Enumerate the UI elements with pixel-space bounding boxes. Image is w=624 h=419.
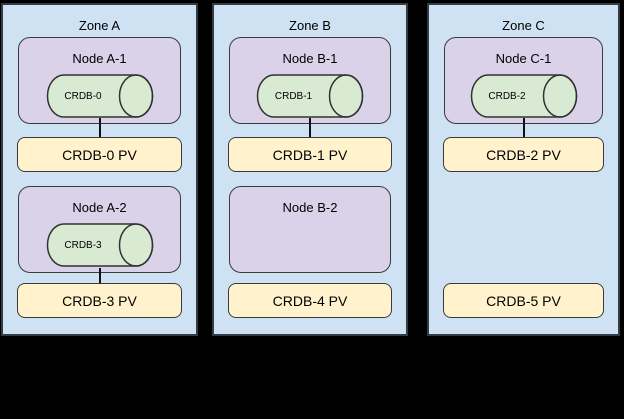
pod-crdb-1: CRDB-1: [256, 74, 364, 118]
cylinder-icon: [46, 74, 153, 118]
pv-crdb-0: CRDB-0 PV: [17, 137, 182, 172]
pod-crdb-3: CRDB-3: [46, 223, 153, 267]
pv-crdb-1-label: CRDB-1 PV: [272, 146, 348, 163]
zone-c-label: Zone C: [502, 18, 545, 33]
pod-crdb-1-label: CRDB-1: [274, 90, 313, 102]
connector-node-a1-to-pv: [98, 118, 101, 137]
pv-crdb-2: CRDB-2 PV: [443, 137, 604, 172]
zone-a: Zone A Node A-1 CRDB-0 CRDB-0 PV Node A-…: [1, 3, 198, 336]
pod-crdb-0: CRDB-0: [46, 74, 153, 118]
node-b-2: Node B-2: [229, 186, 391, 273]
node-b-1: Node B-1 CRDB-1: [229, 37, 391, 124]
pv-crdb-5-label: CRDB-5 PV: [486, 292, 561, 309]
zone-c: Zone C Node C-1 CRDB-2 CRDB-2 PV CRDB-5 …: [427, 3, 620, 336]
pod-crdb-2: CRDB-2: [470, 74, 577, 118]
connector-node-b1-to-pv: [309, 118, 311, 137]
cylinder-icon: [46, 223, 153, 267]
cylinder-icon: [256, 74, 364, 118]
pv-crdb-1: CRDB-1 PV: [228, 137, 392, 172]
node-c-1: Node C-1 CRDB-2: [444, 37, 603, 124]
pv-crdb-4-label: CRDB-4 PV: [272, 292, 348, 309]
pod-crdb-0-label: CRDB-0: [64, 90, 102, 102]
node-a-1-label: Node A-1: [72, 51, 127, 66]
connector-node-c1-to-pv: [522, 118, 525, 137]
node-b-1-label: Node B-1: [282, 51, 338, 66]
pv-crdb-4: CRDB-4 PV: [228, 283, 392, 318]
node-b-2-label: Node B-2: [282, 200, 338, 215]
connector-node-a2-to-pv: [98, 268, 101, 283]
pv-crdb-3-label: CRDB-3 PV: [62, 292, 137, 309]
node-c-1-label: Node C-1: [495, 51, 552, 66]
node-a-2: Node A-2 CRDB-3: [18, 186, 181, 273]
pv-crdb-3: CRDB-3 PV: [17, 283, 182, 318]
pod-crdb-2-label: CRDB-2: [488, 90, 526, 102]
zone-a-label: Zone A: [78, 18, 121, 33]
pv-crdb-5: CRDB-5 PV: [443, 283, 604, 318]
cylinder-icon: [470, 74, 577, 118]
zone-b: Zone B Node B-1 CRDB-1 CRDB-1 PV Node B-…: [212, 3, 408, 336]
node-a-1: Node A-1 CRDB-0: [18, 37, 181, 124]
pv-crdb-2-label: CRDB-2 PV: [486, 146, 561, 163]
pod-crdb-3-label: CRDB-3: [64, 239, 102, 251]
node-a-2-label: Node A-2: [72, 200, 127, 215]
pv-crdb-0-label: CRDB-0 PV: [62, 146, 137, 163]
zone-b-label: Zone B: [289, 18, 331, 33]
